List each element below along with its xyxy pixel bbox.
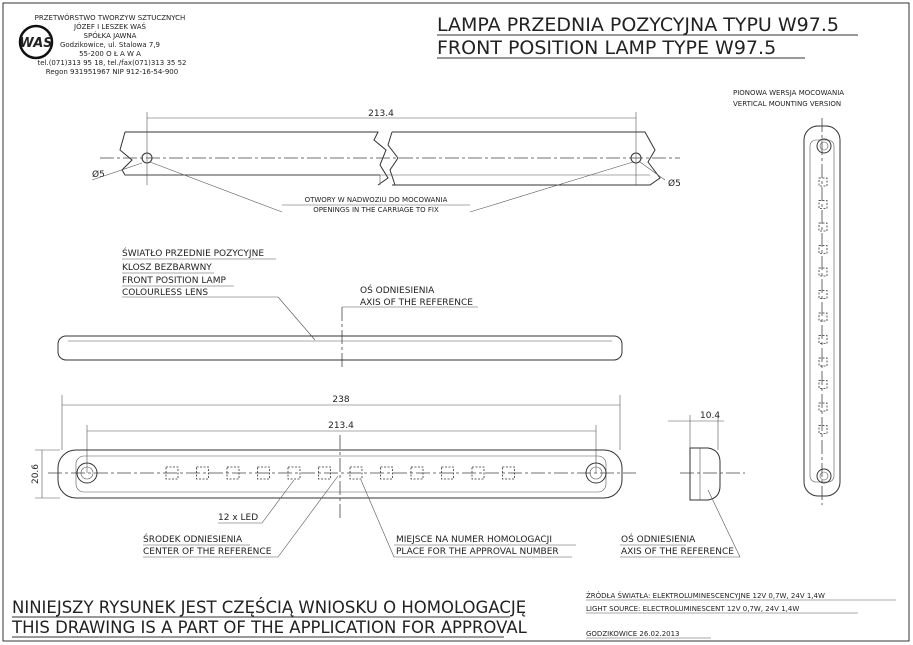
- company-city: 55-200 O Ł A W A: [79, 50, 141, 58]
- led: [441, 466, 454, 480]
- approval-label-en: PLACE FOR THE APPROVAL NUMBER: [396, 547, 559, 557]
- dim-hole-spacing: 213.4: [368, 109, 394, 119]
- led: [165, 466, 179, 480]
- led: [349, 466, 363, 480]
- lamp-side-outline: [57, 335, 623, 361]
- vertical-view: PIONOWA WERSJA MOCOWANIA VERTICAL MOUNTI…: [733, 89, 844, 505]
- company-line: SPÓŁKA JAWNA: [84, 31, 137, 40]
- led: [502, 466, 515, 480]
- axis-label-en: AXIS OF THE REFERENCE: [360, 298, 473, 308]
- mounting-hole-left: [76, 462, 98, 484]
- led: [818, 402, 828, 412]
- led: [818, 312, 828, 322]
- light-source-pl: ŹRÓDŁA ŚWIATŁA: ELEKTROLUMINESCENCYJNE 1…: [586, 591, 825, 600]
- led: [818, 177, 828, 187]
- company-phone: tel.(071)313 95 18, tel./fax(071)313 35 …: [37, 59, 186, 67]
- statement-pl: NINIEJSZY RYSUNEK JEST CZĘŚCIĄ WNIOSKU O…: [12, 598, 526, 617]
- vertical-label-en: VERTICAL MOUNTING VERSION: [733, 100, 841, 108]
- lens-label-pl2: KLOSZ BEZBARWNY: [122, 263, 212, 273]
- company-block: WAŚ PRZETWÓRSTWO TWORZYW SZTUCZNYCH JÓZE…: [18, 13, 187, 76]
- company-address: Godzikowice, ul. Stalowa 7,9: [60, 41, 160, 49]
- led-row: [165, 466, 515, 480]
- led: [818, 335, 828, 344]
- led: [818, 425, 828, 434]
- axis-label-pl: OŚ ODNIESIENIA: [360, 284, 435, 296]
- led: [257, 466, 270, 480]
- was-logo: WAŚ: [18, 24, 54, 60]
- led: [818, 357, 828, 367]
- vertical-led-column: [818, 177, 828, 434]
- company-line: JÓZEF I LESZEK WAŚ: [73, 22, 146, 31]
- led: [818, 267, 828, 277]
- led: [318, 466, 331, 480]
- svg-text:WAŚ: WAŚ: [19, 35, 52, 51]
- dim-hole-spacing-front: 213.4: [328, 421, 354, 431]
- statement-en: THIS DRAWING IS A PART OF THE APPLICATIO…: [11, 618, 528, 637]
- led: [471, 466, 485, 480]
- dim-depth: 10.4: [700, 411, 720, 421]
- title-pl: LAMPA PRZEDNIA POZYCYJNA TYPU W97.5: [437, 14, 839, 36]
- led: [818, 200, 828, 209]
- profile-view: 10.4 OŚ ODNIESIENIA AXIS OF THE REFERENC…: [620, 411, 745, 558]
- openings-label-en: OPENINGS IN THE CARRIAGE TO FIX: [313, 206, 439, 214]
- approval-label-pl: MIEJSCE NA NUMER HOMOLOGACJI: [396, 535, 552, 545]
- led: [818, 245, 828, 254]
- led-count-label: 12 x LED: [218, 513, 258, 523]
- title-en: FRONT POSITION LAMP TYPE W97.5: [437, 37, 776, 59]
- top-view: 213.4 Ø5 Ø5 OTWORY W NADWOZIU DO MOCOWAN…: [91, 109, 681, 214]
- openings-label-pl: OTWORY W NADWOZIU DO MOCOWANIA: [305, 196, 448, 204]
- profile-axis-label-en: AXIS OF THE REFERENCE: [621, 547, 734, 557]
- led: [226, 466, 240, 480]
- led: [196, 466, 209, 480]
- light-source-en: LIGHT SOURCE: ELECTROLUMINESCENT 12V 0,7…: [586, 605, 799, 613]
- led: [380, 466, 393, 480]
- company-name: PRZETWÓRSTWO TWORZYW SZTUCZNYCH: [35, 13, 186, 22]
- lens-label-en2: COLOURLESS LENS: [122, 288, 208, 298]
- dim-hole-dia-right: Ø5: [668, 178, 681, 189]
- center-label-en: CENTER OF THE REFERENCE: [143, 547, 272, 557]
- front-view: 238 213.4 20.6 12 x LED ŚRODEK ODNIESIEN…: [31, 395, 636, 558]
- led: [410, 466, 424, 480]
- lens-label-en1: FRONT POSITION LAMP: [122, 276, 226, 286]
- dim-length: 238: [332, 395, 349, 405]
- led: [818, 222, 828, 232]
- led: [818, 290, 828, 299]
- mounting-hole-right: [585, 462, 607, 484]
- profile-axis-label-pl: OŚ ODNIESIENIA: [621, 533, 696, 545]
- company-registration: Regon 931951967 NIP 912-16-54-900: [46, 68, 178, 76]
- dim-hole-dia-left: Ø5: [92, 169, 105, 180]
- place-date: GODZIKOWICE 26.02.2013: [586, 630, 680, 638]
- led: [818, 380, 828, 389]
- lens-label-pl1: ŚWIATŁO PRZEDNIE POZYCYJNE: [122, 247, 264, 259]
- side-view: ŚWIATŁO PRZEDNIE POZYCYJNE KLOSZ BEZBARW…: [57, 247, 623, 368]
- center-label-pl: ŚRODEK ODNIESIENIA: [143, 533, 243, 545]
- led: [287, 466, 301, 480]
- dim-height: 20.6: [31, 464, 41, 484]
- vertical-label-pl: PIONOWA WERSJA MOCOWANIA: [733, 89, 844, 97]
